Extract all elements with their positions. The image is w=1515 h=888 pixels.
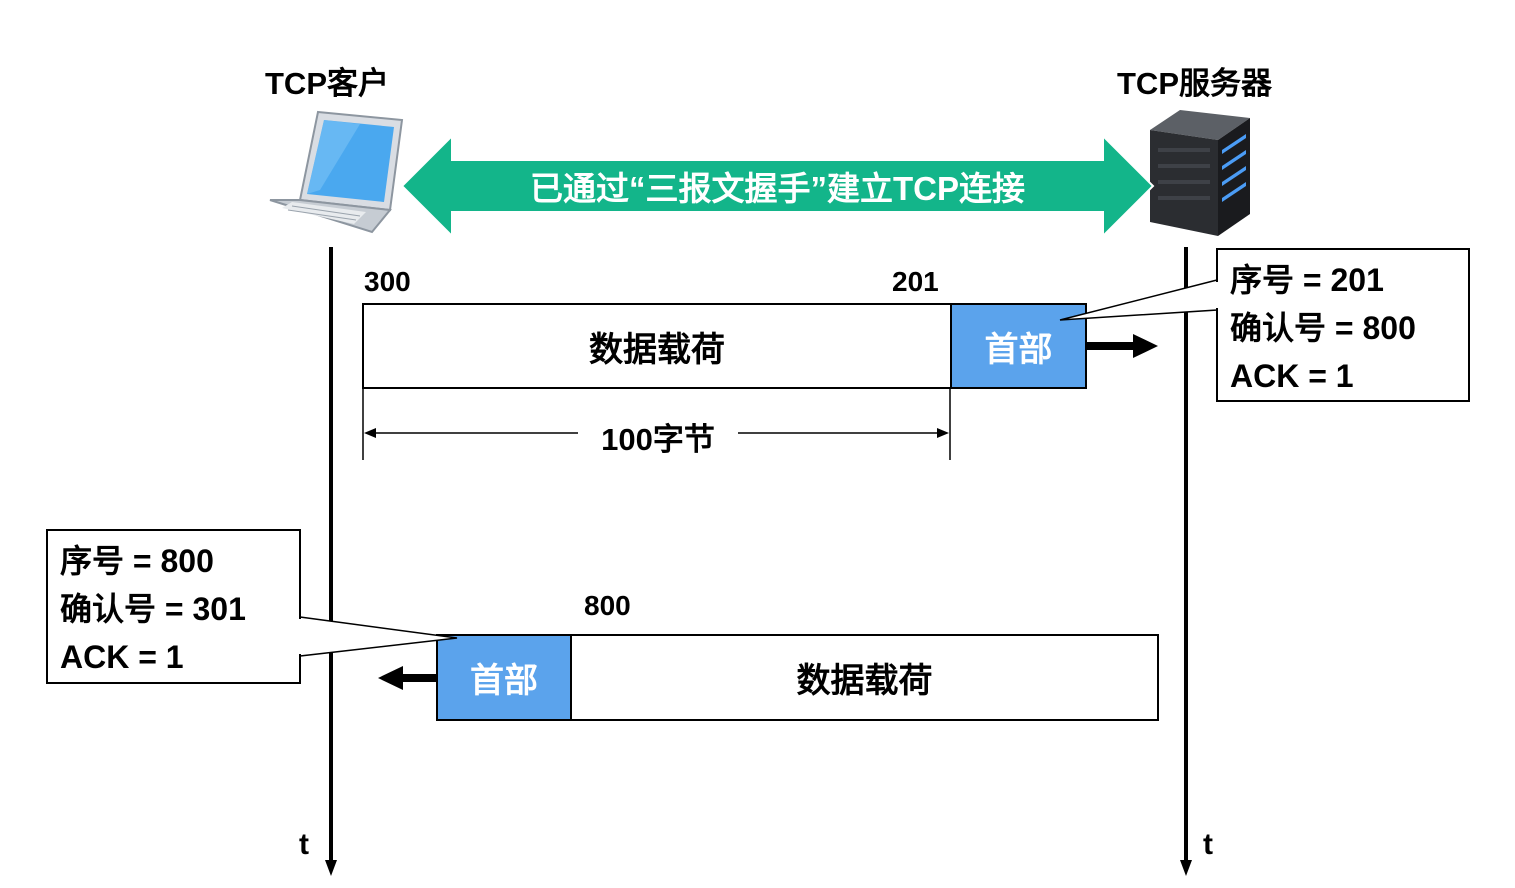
- segment2-header: 首部: [436, 634, 572, 721]
- segment2-header-label: 首部: [470, 662, 538, 700]
- server-time-label: t: [1203, 828, 1213, 861]
- callout1: 序号 = 201 确认号 = 800 ACK = 1: [1216, 248, 1470, 402]
- client-timeline: [329, 247, 333, 865]
- callout1-ack-flag: ACK = 1: [1230, 358, 1354, 394]
- segment1-right-number: 201: [892, 266, 939, 297]
- callout2: 序号 = 800 确认号 = 301 ACK = 1: [46, 529, 301, 684]
- callout2-ack-num: 确认号 = 301: [60, 591, 246, 627]
- segment1-payload: 数据载荷: [362, 303, 952, 389]
- segment1-left-number: 300: [364, 266, 411, 297]
- segment2-left-number: 800: [584, 590, 631, 621]
- callout1-seq: 序号 = 201: [1230, 262, 1384, 298]
- segment1-header: 首部: [950, 303, 1087, 389]
- callout2-ack-flag: ACK = 1: [60, 639, 184, 675]
- server-title: TCP服务器: [1117, 66, 1272, 101]
- server-timeline: [1184, 247, 1188, 865]
- segment2-payload-label: 数据载荷: [796, 662, 933, 700]
- segment2-payload: 数据载荷: [570, 634, 1159, 721]
- handshake-label: 已通过“三报文握手”建立TCP连接: [530, 170, 1025, 207]
- segment1-length-label: 100字节: [601, 422, 715, 457]
- segment1-header-label: 首部: [984, 330, 1053, 369]
- callout1-ack-num: 确认号 = 800: [1230, 310, 1416, 346]
- client-title: TCP客户: [265, 66, 389, 101]
- client-time-label: t: [299, 828, 309, 861]
- callout2-seq: 序号 = 800: [60, 543, 214, 579]
- segment1-payload-label: 数据载荷: [589, 330, 725, 369]
